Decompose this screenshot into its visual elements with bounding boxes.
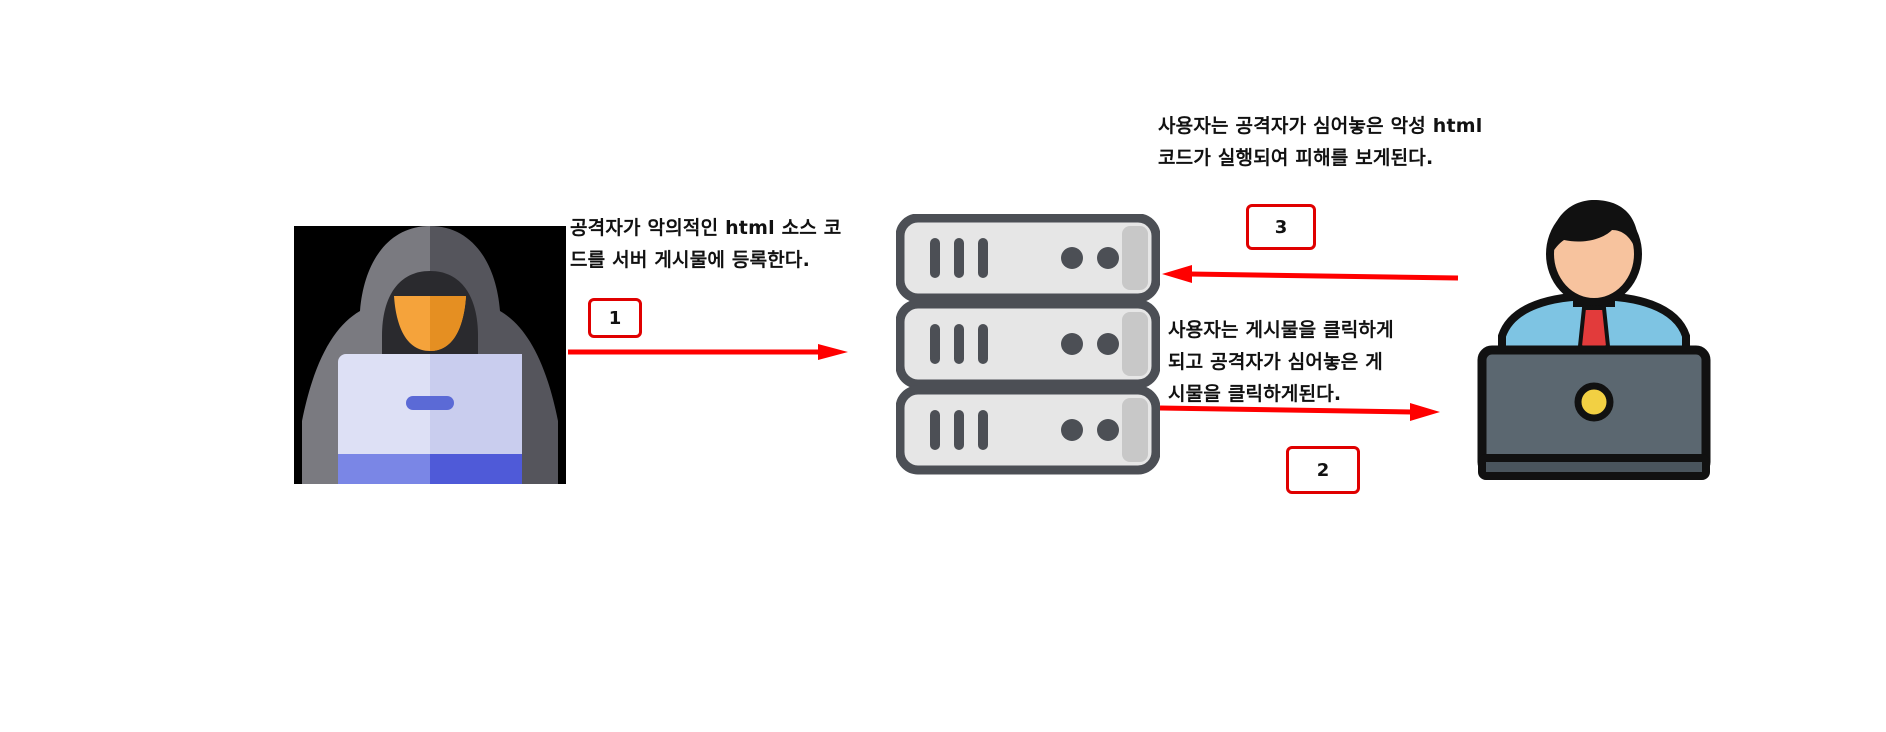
server-icon xyxy=(896,214,1160,476)
caption-step1-line1: 공격자가 악의적인 html 소스 코 xyxy=(570,217,842,239)
caption-step2-line3: 시물을 클릭하게된다. xyxy=(1168,383,1342,405)
caption-step3-line1: 사용자는 공격자가 심어놓은 악성 html xyxy=(1158,115,1483,137)
arrow-step2 xyxy=(1160,403,1440,421)
step-2-box: 2 xyxy=(1286,446,1360,494)
caption-step2: 사용자는 게시물을 클릭하게 되고 공격자가 심어놓은 게 시물을 클릭하게된다… xyxy=(1168,314,1394,410)
step-3-box: 3 xyxy=(1246,204,1316,250)
arrow-step1 xyxy=(568,344,848,360)
step-3-label: 3 xyxy=(1274,216,1288,238)
caption-step1-line2: 드를 서버 게시물에 등록한다. xyxy=(570,249,811,271)
arrow-step3 xyxy=(1162,265,1459,283)
step-1-box: 1 xyxy=(588,298,642,338)
caption-step2-line2: 되고 공격자가 심어놓은 게 xyxy=(1168,351,1383,373)
step-2-label: 2 xyxy=(1316,459,1330,481)
caption-step3-line2: 코드가 실행되여 피해를 보게된다. xyxy=(1158,147,1434,169)
caption-step3: 사용자는 공격자가 심어놓은 악성 html 코드가 실행되여 피해를 보게된다… xyxy=(1158,110,1483,174)
attacker-icon xyxy=(294,226,566,484)
step-1-label: 1 xyxy=(608,307,622,329)
caption-step2-line1: 사용자는 게시물을 클릭하게 xyxy=(1168,319,1394,341)
caption-step1: 공격자가 악의적인 html 소스 코 드를 서버 게시물에 등록한다. xyxy=(570,212,841,276)
user-icon xyxy=(1472,196,1716,484)
